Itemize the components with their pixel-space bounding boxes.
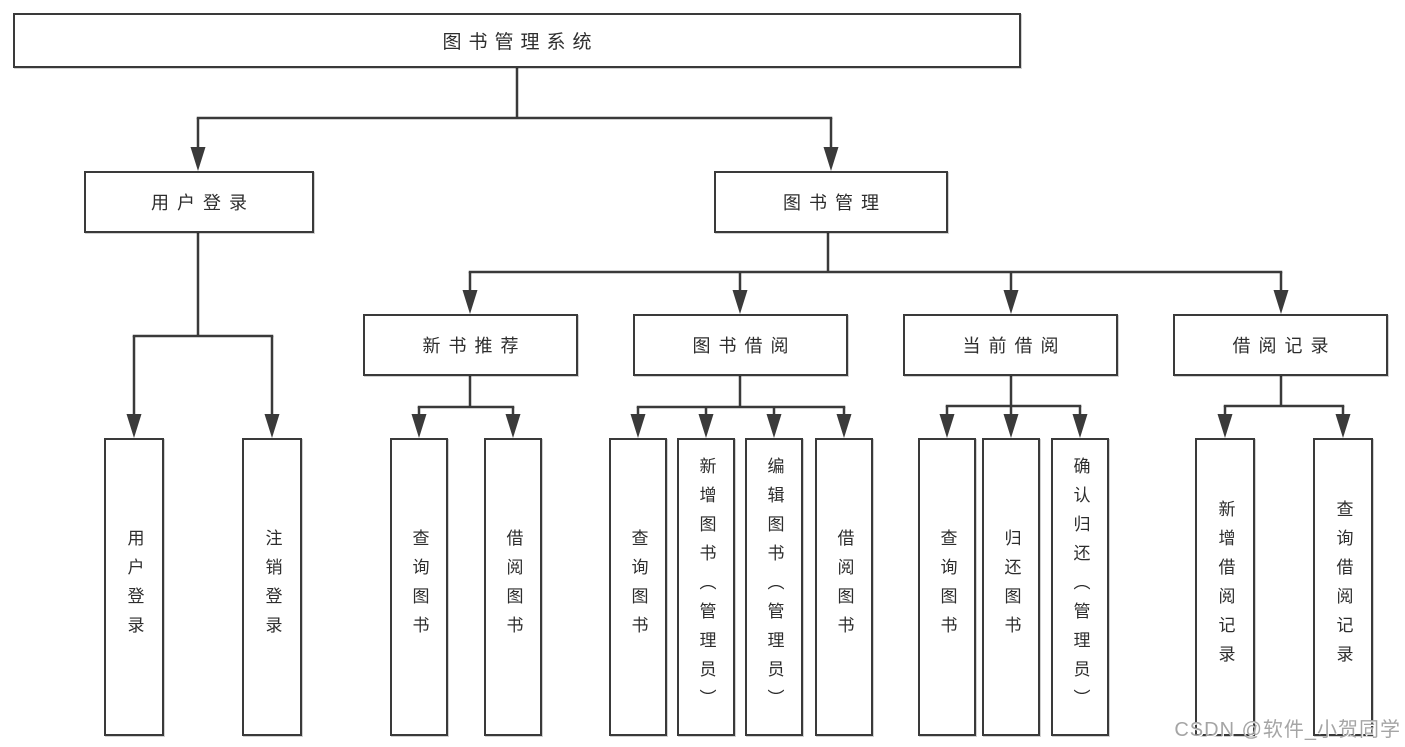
node-label: 图书管理	[783, 193, 887, 213]
arrowhead-down	[766, 414, 782, 438]
node-label: 查询图书	[628, 529, 648, 645]
arrowhead-down	[190, 147, 206, 171]
node-label: 借阅记录	[1232, 336, 1337, 356]
node-current-borrowing: 当前借阅	[903, 314, 1118, 376]
arrowhead-down	[1273, 290, 1289, 314]
arrowhead-down	[732, 290, 748, 314]
arrowhead-down	[823, 147, 839, 171]
node-new-book-recommend: 新书推荐	[363, 314, 578, 376]
node-library-management-system: 图书管理系统	[13, 13, 1021, 68]
node-borrowing-edit-books-admin: 编辑图书（管理员）	[745, 438, 803, 736]
node-newbook-query-books: 查询图书	[390, 438, 448, 736]
csdn-watermark: CSDN @软件_小贺同学	[1174, 719, 1401, 741]
node-book-management: 图书管理	[714, 171, 948, 233]
node-label: 图书借阅	[692, 336, 797, 356]
arrowhead-down	[1072, 414, 1088, 438]
arrowhead-down	[1003, 290, 1019, 314]
node-newbook-borrow-books: 借阅图书	[484, 438, 542, 736]
node-label: 借阅图书	[834, 529, 854, 645]
node-current-query-books: 查询图书	[918, 438, 976, 736]
arrowhead-down	[505, 414, 521, 438]
arrowhead-down	[698, 414, 714, 438]
node-label: 新书推荐	[422, 336, 527, 356]
arrowhead-down	[126, 414, 142, 438]
node-user-login-action: 用户登录	[104, 438, 164, 736]
node-label: 查询图书	[409, 529, 429, 645]
arrowhead-down	[836, 414, 852, 438]
arrowhead-down	[939, 414, 955, 438]
node-label: 新增借阅记录	[1215, 500, 1235, 674]
node-label: 编辑图书（管理员）	[764, 456, 784, 718]
node-label: 查询图书	[937, 529, 957, 645]
node-current-return-books: 归还图书	[982, 438, 1040, 736]
node-book-borrowing: 图书借阅	[633, 314, 848, 376]
node-borrowing-query-books: 查询图书	[609, 438, 667, 736]
arrowhead-down	[1003, 414, 1019, 438]
node-borrowing-add-books-admin: 新增图书（管理员）	[677, 438, 735, 736]
node-label: 用户登录	[151, 193, 255, 213]
node-label: 用户登录	[124, 529, 144, 645]
node-label: 注销登录	[262, 529, 282, 645]
node-label: 图书管理系统	[442, 32, 599, 53]
arrowhead-down	[630, 414, 646, 438]
node-label: 新增图书（管理员）	[696, 456, 716, 718]
node-label: 确认归还（管理员）	[1070, 456, 1090, 718]
node-label: 借阅图书	[503, 529, 523, 645]
arrowhead-down	[1217, 414, 1233, 438]
node-user-login: 用户登录	[84, 171, 314, 233]
node-records-add-borrow-record: 新增借阅记录	[1195, 438, 1255, 736]
node-label: 查询借阅记录	[1333, 500, 1353, 674]
node-logout-action: 注销登录	[242, 438, 302, 736]
node-borrow-records: 借阅记录	[1173, 314, 1388, 376]
node-current-confirm-return-admin: 确认归还（管理员）	[1051, 438, 1109, 736]
node-records-query-borrow-record: 查询借阅记录	[1313, 438, 1373, 736]
node-label: 归还图书	[1001, 529, 1021, 645]
node-borrowing-borrow-books: 借阅图书	[815, 438, 873, 736]
arrowhead-down	[1335, 414, 1351, 438]
arrowhead-down	[264, 414, 280, 438]
arrowhead-down	[462, 290, 478, 314]
node-label: 当前借阅	[962, 336, 1067, 356]
arrowhead-down	[411, 414, 427, 438]
